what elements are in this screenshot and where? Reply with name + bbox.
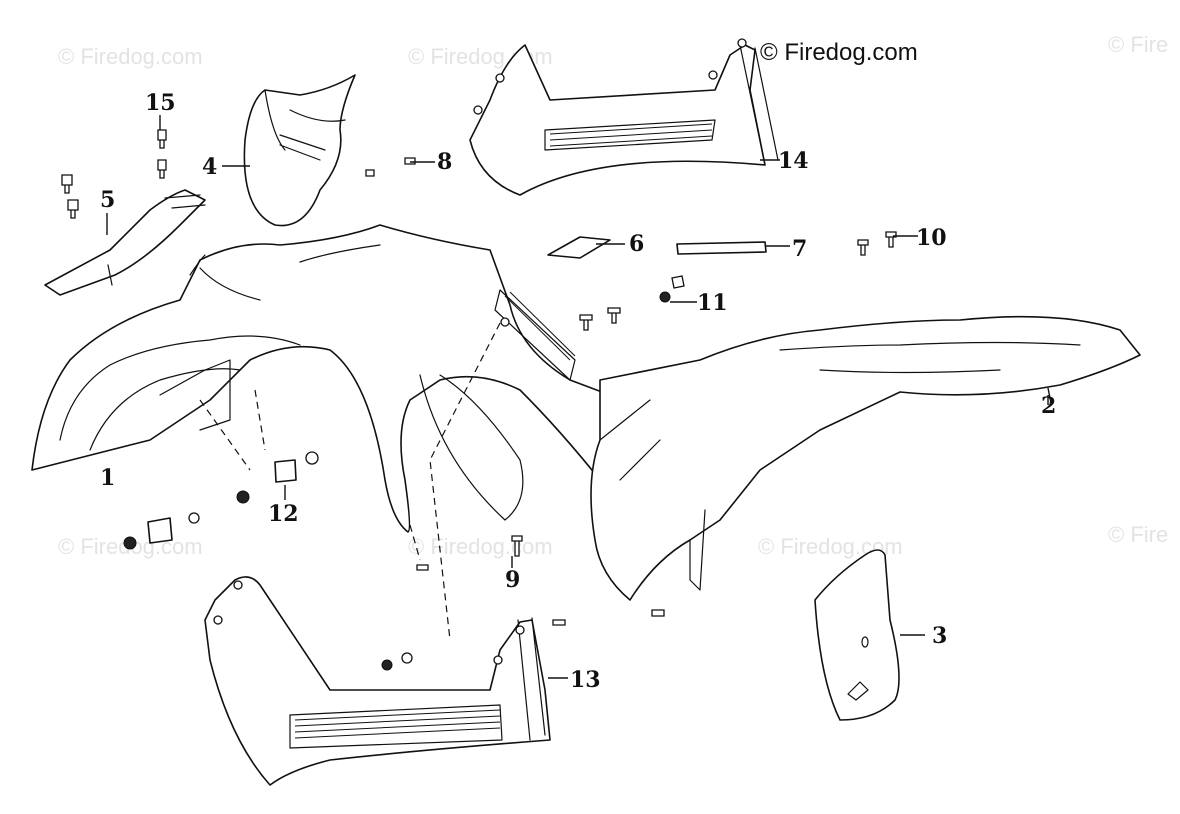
- assembly-lines: [199, 317, 510, 641]
- part-14-upper-footrest: [469, 38, 779, 196]
- callout-14: 14: [778, 148, 809, 174]
- part-7-strip: [676, 241, 767, 255]
- callout-8: 8: [437, 149, 452, 175]
- callout-13: 13: [570, 667, 601, 693]
- callout-5: 5: [100, 187, 115, 213]
- watermark-text: © Firedog.com: [58, 44, 203, 69]
- watermark-main: © Firedog.com: [760, 39, 918, 66]
- part-3-mud-flap: [814, 549, 900, 721]
- part-5-small-cover: [44, 189, 206, 296]
- part-4-front-fender-inner: [243, 74, 356, 227]
- watermark-text: © Firedog.com: [408, 534, 553, 559]
- callout-2: 2: [1041, 393, 1056, 419]
- leader-lines: [106, 115, 1051, 679]
- part-2-rear-fender: [590, 315, 1141, 601]
- watermark-text: © Fire: [1108, 32, 1168, 57]
- watermark-text: © Fire: [1108, 522, 1168, 547]
- callout-7: 7: [792, 236, 807, 262]
- callout-10: 10: [916, 225, 947, 251]
- part-6-pad: [547, 236, 611, 259]
- callout-15: 15: [145, 90, 176, 116]
- callout-4: 4: [202, 154, 217, 180]
- callout-1: 1: [100, 465, 115, 491]
- fasteners: [61, 129, 897, 671]
- callouts: 1 2 3 4 5 6 7 8 9 10 11 12 13 14 15: [100, 90, 1056, 693]
- callout-11: 11: [697, 290, 728, 316]
- callout-9: 9: [505, 567, 520, 593]
- callout-6: 6: [629, 231, 644, 257]
- callout-3: 3: [932, 623, 947, 649]
- callout-12: 12: [268, 501, 299, 527]
- part-13-lower-footrest: [204, 576, 551, 786]
